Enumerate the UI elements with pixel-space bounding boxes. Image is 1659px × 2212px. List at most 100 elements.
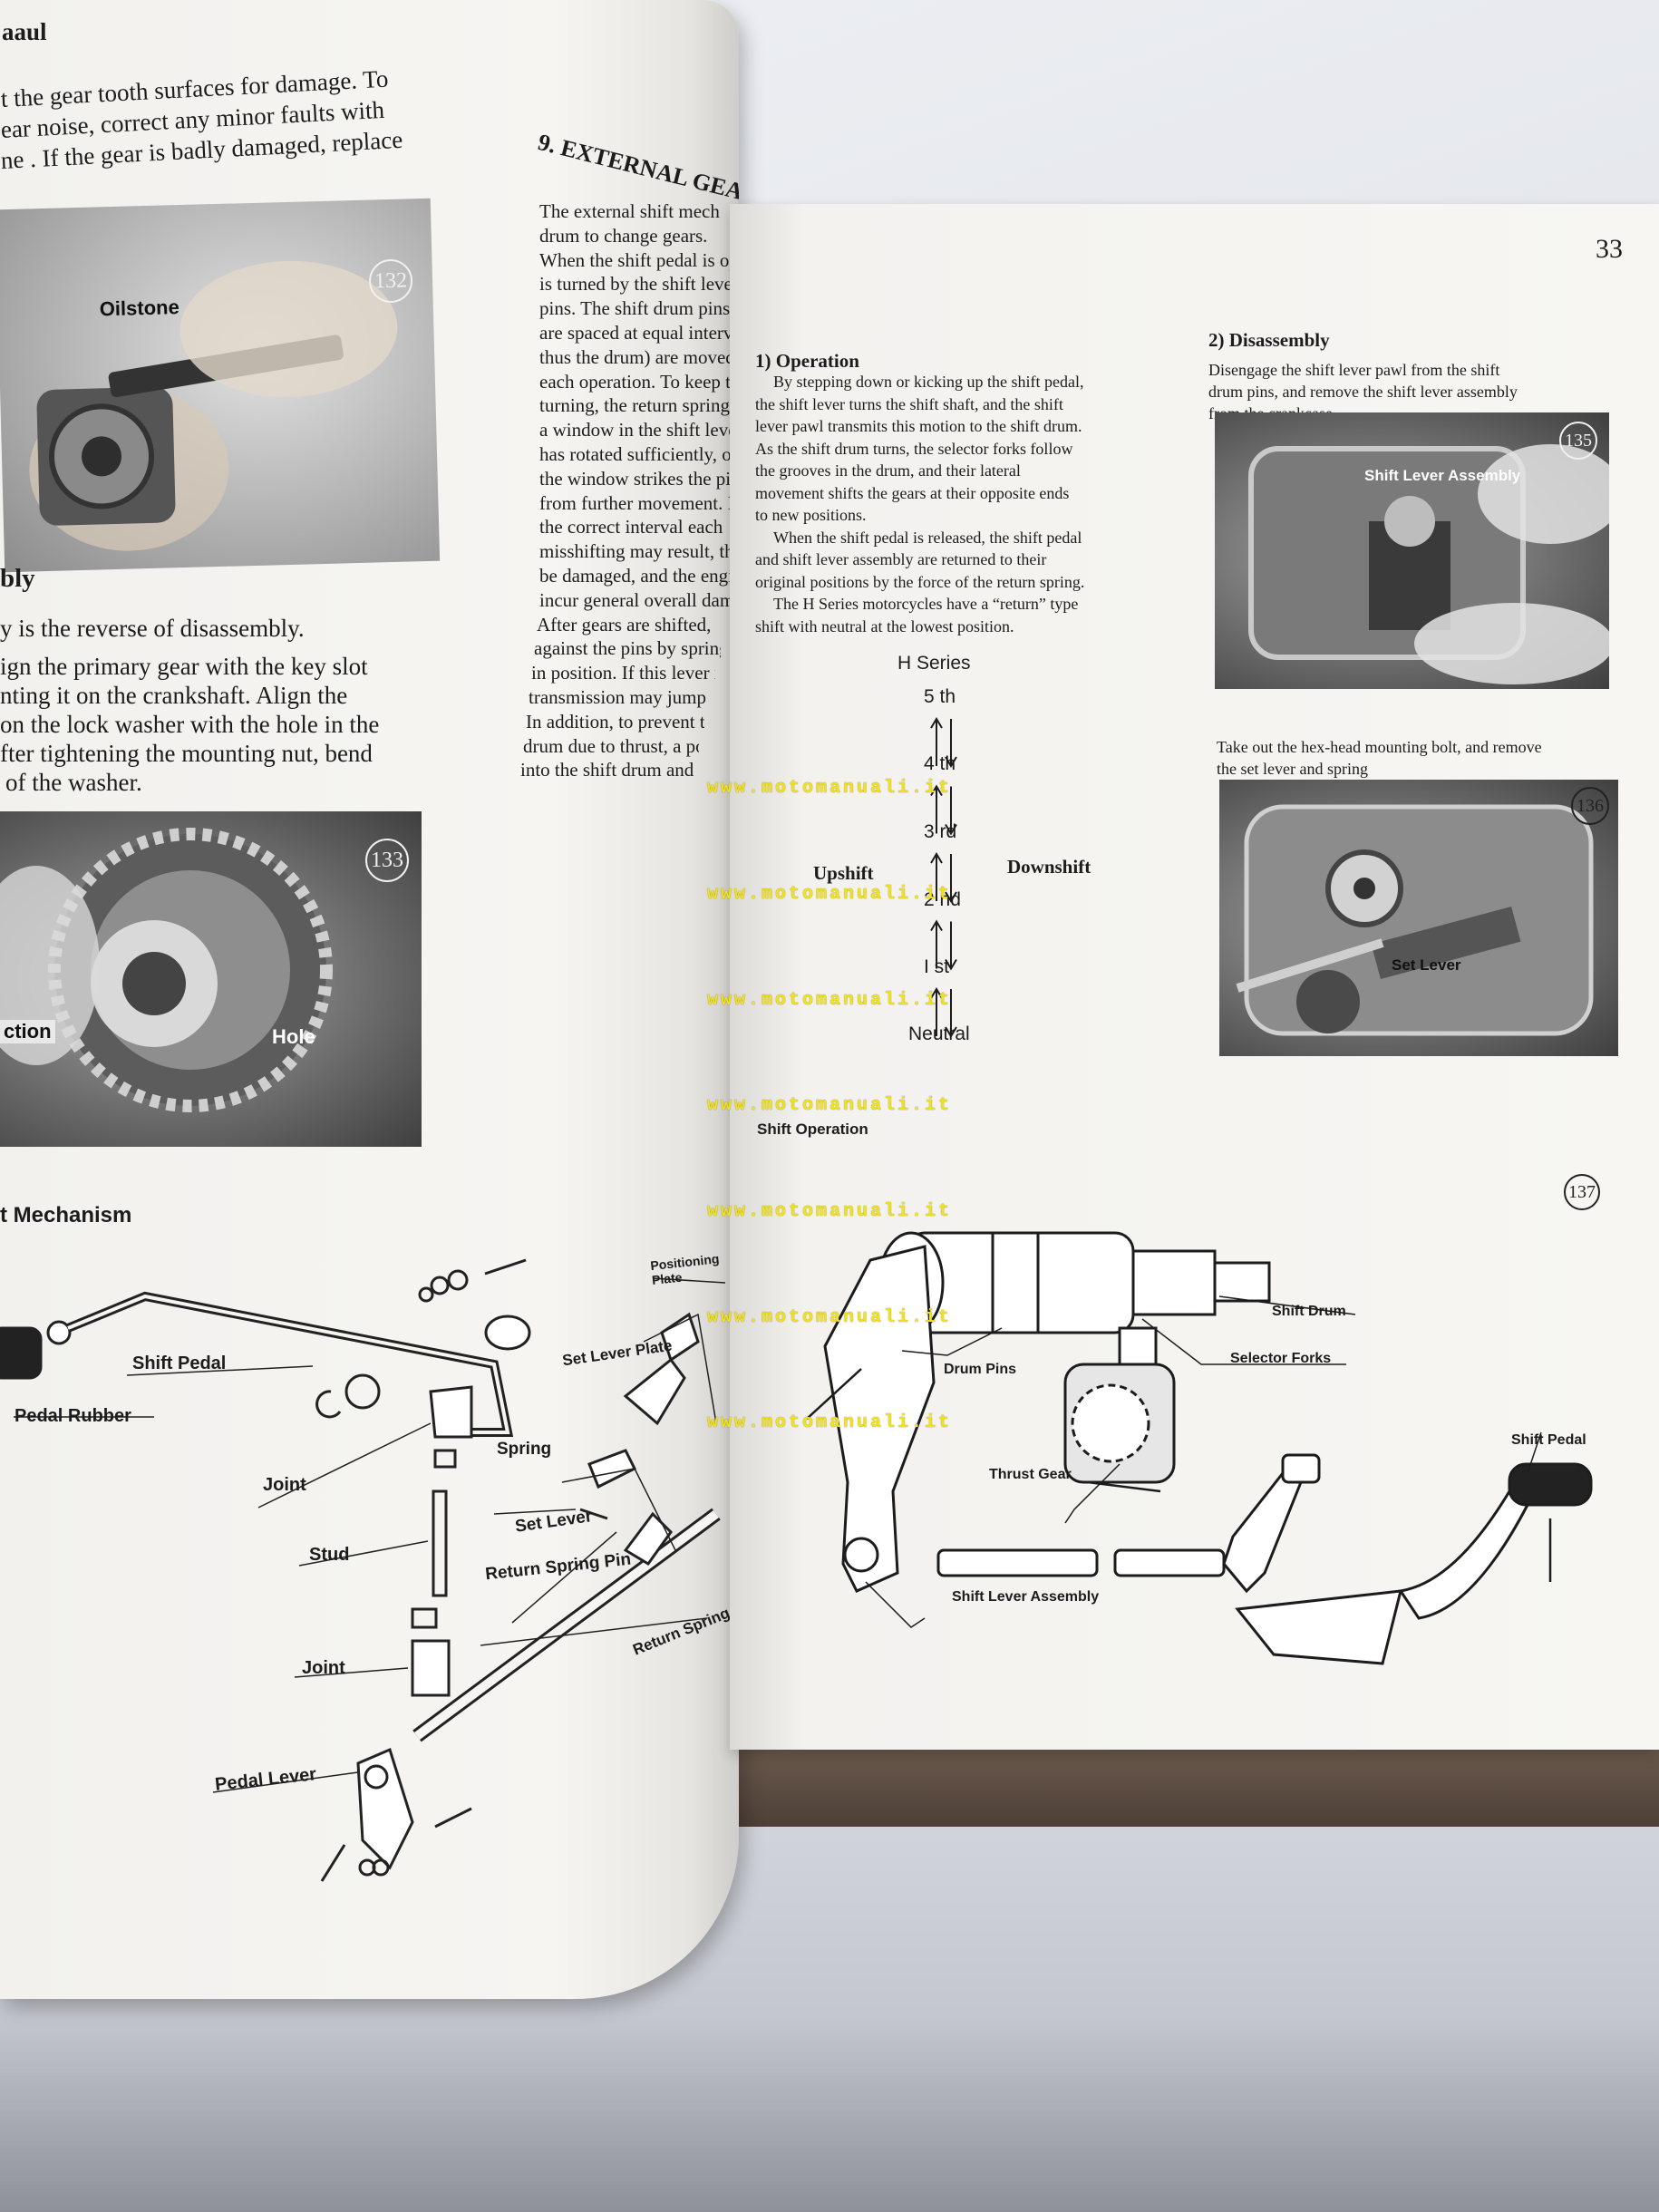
- upshift-arrow: [930, 919, 943, 969]
- downshift-label: Downshift: [1007, 856, 1091, 878]
- label-spring: Spring: [497, 1440, 552, 1459]
- middle-line: thus the drum) are moved o: [539, 345, 737, 368]
- middle-line: After gears are shifted,: [537, 613, 712, 635]
- shift-operation-caption: Shift Operation: [757, 1121, 868, 1138]
- operation-line: and shift lever assembly are returned to…: [755, 550, 1047, 568]
- gear-illustration: [29, 260, 398, 551]
- left-page: aaul t the gear tooth surfaces for damag…: [0, 0, 739, 1999]
- book-edge: [707, 1745, 1659, 1827]
- page-number: 33: [1596, 234, 1623, 264]
- right-page: 33 1) Operation By stepping down or kick…: [730, 204, 1659, 1750]
- label-drum-pins: Drum Pins: [944, 1362, 1017, 1377]
- middle-line: each operation. To keep th: [539, 370, 737, 393]
- upshift-label: Upshift: [813, 862, 874, 884]
- middle-line: drum to change gears.: [539, 224, 708, 247]
- running-head: aaul: [2, 18, 47, 45]
- photo-set-lever: Set Lever 136: [1219, 780, 1618, 1056]
- photo-oilstone: Oilstone 132: [0, 198, 441, 573]
- downshift-arrow: [945, 719, 957, 768]
- figure-number-133: 133: [365, 839, 409, 882]
- upshift-arrow: [930, 717, 943, 766]
- middle-line: In addition, to prevent the: [526, 710, 704, 732]
- downshift-arrow: [945, 921, 957, 971]
- middle-line: When the shift pedal is ope: [539, 248, 737, 271]
- downshift-arrow: [945, 854, 957, 903]
- photo-shift-lever-assembly: Shift Lever Assembly 135: [1215, 412, 1609, 689]
- label-shift-pedal-fig137: Shift Pedal: [1511, 1432, 1586, 1448]
- middle-line: against the pins by spring tens: [534, 637, 721, 660]
- assembly-line-5: fter tightening the mounting nut, bend: [0, 740, 373, 767]
- operation-line: By stepping down or kicking up the shift…: [773, 373, 1084, 391]
- watermark: www.motomanuali.it: [707, 1307, 953, 1328]
- label-shift-lever-assembly: Shift Lever Assembly: [952, 1589, 1100, 1605]
- watermark: www.motomanuali.it: [707, 1201, 953, 1222]
- operation-line: the grooves in the drum, and their later…: [755, 461, 1021, 480]
- shift-mechanism-exploded-drawing: [0, 1258, 726, 1882]
- assembly-line-4: on the lock washer with the hole in the: [0, 711, 380, 738]
- middle-line: pins. The shift drum pins: [539, 297, 731, 320]
- direction-label: ction: [0, 1020, 55, 1043]
- shift-arrows: [930, 717, 957, 1038]
- figure-number-137: 137: [1564, 1174, 1600, 1210]
- assembly-line-2: ign the primary gear with the key slot: [0, 653, 368, 680]
- middle-line: are spaced at equal interva: [539, 322, 737, 344]
- middle-line: is turned by the shift lever p: [539, 273, 737, 296]
- mechanism-heading: t Mechanism: [0, 1203, 132, 1227]
- label-shift-drum: Shift Drum: [1272, 1304, 1346, 1319]
- step-neutral: Neutral: [908, 1024, 970, 1044]
- operation-line: As the shift drum turns, the selector fo…: [755, 439, 1073, 458]
- upshift-arrow: [930, 852, 943, 901]
- label-shift-pedal: Shift Pedal: [132, 1353, 227, 1373]
- set-lever-photo-label: Set Lever: [1392, 956, 1461, 974]
- step-5th: 5 th: [924, 686, 956, 707]
- operation-line: The H Series motorcycles have a “return”…: [773, 595, 1079, 613]
- middle-line: the window strikes the pin and: [539, 467, 737, 490]
- middle-line: transmission may jump out of: [529, 686, 710, 708]
- middle-line: The external shift mech: [539, 200, 720, 222]
- middle-line: in position. If this lever is no: [531, 662, 715, 684]
- label-selector-forks: Selector Forks: [1230, 1351, 1332, 1366]
- downshift-arrow: [945, 786, 957, 836]
- operation-line: shift with neutral at the lowest positio…: [755, 616, 1014, 635]
- watermark: www.motomanuali.it: [707, 884, 953, 905]
- step-4th: 4 th: [924, 753, 956, 774]
- photo-lock-washer: ction Hole 133: [0, 811, 422, 1147]
- middle-line: drum due to thrust, a positionin: [523, 734, 699, 757]
- operation-line: original positions by the force of the r…: [755, 572, 1085, 591]
- hole-label: Hole: [272, 1025, 315, 1048]
- setlever-line-1: Take out the hex-head mounting bolt, and…: [1217, 738, 1542, 756]
- operation-line: to new positions.: [755, 506, 867, 524]
- assembly-line-1: y is the reverse of disassembly.: [0, 615, 305, 642]
- label-thrust-gear: Thrust Gear: [989, 1467, 1072, 1482]
- set-lever-illustration: [1236, 804, 1594, 1036]
- disassembly-line-1: Disengage the shift lever pawl from the …: [1208, 361, 1500, 379]
- figure-number-135: 135: [1559, 422, 1597, 460]
- label-pedal-rubber: Pedal Rubber: [15, 1406, 131, 1426]
- disassembly-line-2: drum pins, and remove the shift lever as…: [1208, 383, 1518, 401]
- middle-line: from further movement. If the: [539, 491, 737, 514]
- watermark: www.motomanuali.it: [707, 1412, 953, 1433]
- shift-lever-assembly-label: Shift Lever Assembly: [1364, 467, 1521, 484]
- operation-line: When the shift pedal is released, the sh…: [773, 528, 1082, 547]
- middle-line: into the shift drum and fu: [520, 759, 694, 781]
- label-joint-1: Joint: [263, 1475, 306, 1495]
- shift-drum-assembly-drawing: [806, 1231, 1593, 1665]
- section-heading-assembly: bly: [0, 564, 35, 593]
- middle-line: turning, the return spring p: [539, 394, 737, 417]
- h-series-label: H Series: [897, 653, 971, 674]
- operation-heading: 1) Operation: [755, 350, 859, 372]
- label-stud: Stud: [309, 1545, 350, 1565]
- middle-line: misshifting may result, the tr: [539, 540, 737, 563]
- figure-number-136: 136: [1571, 787, 1609, 825]
- assembly-line-3: nting it on the crankshaft. Align the: [0, 682, 348, 709]
- middle-line: has rotated sufficiently, one: [539, 443, 737, 465]
- step-3rd: 3 rd: [924, 821, 957, 842]
- operation-line: movement shifts the gears at their oppos…: [755, 483, 1070, 502]
- watermark: www.motomanuali.it: [707, 990, 953, 1011]
- middle-line: a window in the shift lever,: [539, 419, 737, 441]
- operation-line: lever pawl transmits this motion to the …: [755, 417, 1082, 435]
- watermark: www.motomanuali.it: [707, 778, 953, 799]
- crankcase-illustration: [1248, 444, 1609, 684]
- oilstone-label: Oilstone: [99, 296, 180, 321]
- primary-gear-illustration: [0, 828, 333, 1112]
